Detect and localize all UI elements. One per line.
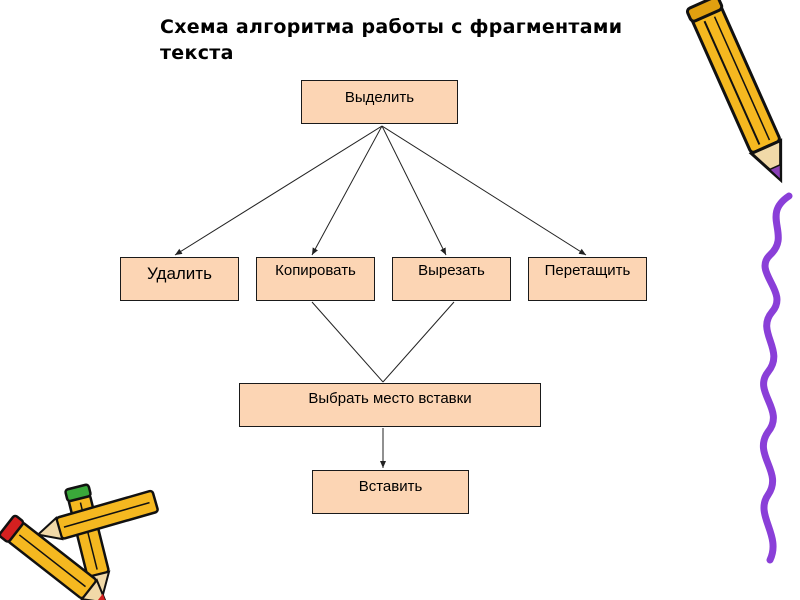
edge-cut-place	[382, 301, 455, 383]
node-choose-place: Выбрать место вставки	[239, 383, 541, 427]
node-select: Выделить	[301, 80, 458, 124]
node-delete: Удалить	[120, 257, 239, 301]
node-paste: Вставить	[312, 470, 469, 514]
node-copy-label: Копировать	[275, 262, 356, 279]
edge-copy-place	[311, 301, 384, 383]
edge-select-drag	[381, 125, 587, 256]
node-copy: Копировать	[256, 257, 375, 301]
squiggle-line	[759, 192, 793, 564]
pencil-icon	[35, 489, 159, 541]
node-cut-label: Вырезать	[418, 262, 485, 279]
edge-select-cut	[381, 125, 447, 256]
edge-select-delete	[174, 125, 383, 256]
pencil-icon	[0, 514, 108, 600]
node-paste-label: Вставить	[358, 478, 423, 495]
pencil-icon	[685, 0, 783, 184]
node-delete-label: Удалить	[147, 264, 212, 283]
node-drag-label: Перетащить	[544, 262, 631, 279]
edge-select-copy	[311, 125, 383, 256]
node-drag: Перетащить	[528, 257, 647, 301]
diagram-title: Схема алгоритма работы с фрагментами тек…	[160, 16, 623, 64]
node-choose-place-label: Выбрать место вставки	[308, 390, 472, 407]
node-select-label: Выделить	[344, 89, 415, 106]
node-cut: Вырезать	[392, 257, 511, 301]
